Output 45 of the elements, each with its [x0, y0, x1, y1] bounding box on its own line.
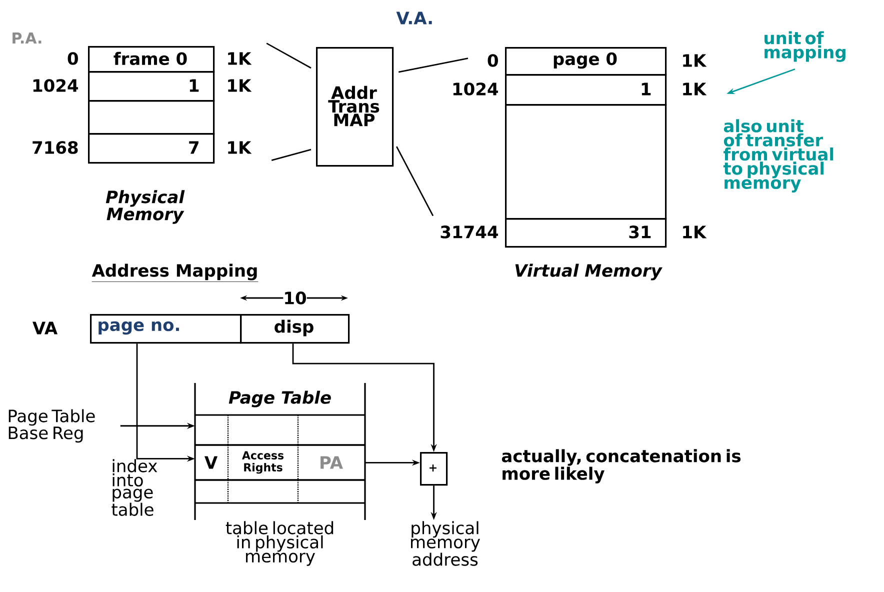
address-label: 1024 — [453, 82, 498, 96]
caption-text: Virtual Memory — [515, 264, 662, 280]
axis-label: P.A. — [12, 32, 42, 44]
address-label: 0 — [68, 52, 78, 65]
adder-box: + — [420, 452, 448, 486]
connector-line — [396, 146, 434, 216]
annotation-text: index into page table — [112, 459, 158, 516]
process-box: Addr Trans MAP — [316, 47, 394, 167]
annotation-text: actually, concatenation is more likely — [502, 449, 741, 484]
memory-row: 7 — [88, 133, 215, 164]
dimension-label: 10 — [283, 290, 307, 306]
size-label: 1K — [228, 79, 252, 92]
register-field: disp — [240, 314, 350, 344]
annotation-text: unit of mapping — [764, 31, 846, 62]
memory-row — [505, 104, 667, 220]
size-label: 1K — [683, 54, 707, 67]
size-label: 1K — [228, 141, 252, 154]
memory-row: 31 — [505, 218, 667, 248]
caption-text: table located in physical memory — [226, 521, 334, 566]
table-row: V Access Rights PA — [194, 444, 366, 481]
size-label: 1K — [683, 82, 707, 96]
address-label: 7168 — [32, 141, 78, 154]
address-label: 0 — [488, 54, 498, 67]
address-label: 1024 — [33, 79, 78, 92]
connector-line — [398, 58, 468, 73]
register-label: Page Table Base Reg — [8, 409, 95, 443]
memory-row: page 0 — [505, 47, 667, 76]
size-label: 1K — [683, 226, 707, 238]
memory-row: 1 — [88, 71, 215, 102]
connector-line — [266, 42, 312, 69]
table-row — [194, 414, 366, 446]
axis-label: V.A. — [396, 12, 432, 24]
caption-text: Physical Memory — [106, 190, 185, 224]
memory-row: frame 0 — [88, 46, 215, 73]
register-label: VA — [32, 322, 58, 334]
table-row — [194, 479, 366, 504]
output-label: physical memory address — [411, 521, 480, 566]
address-label: 31744 — [440, 226, 498, 238]
section-heading: Address Mapping — [92, 264, 258, 282]
memory-row: 1 — [505, 74, 667, 106]
register-field: page no. — [90, 314, 242, 344]
connector-line — [271, 148, 312, 161]
annotation-text: also unit of transfer from virtual to physical memory — [723, 119, 834, 192]
memory-row — [88, 100, 215, 135]
size-label: 1K — [228, 52, 252, 65]
